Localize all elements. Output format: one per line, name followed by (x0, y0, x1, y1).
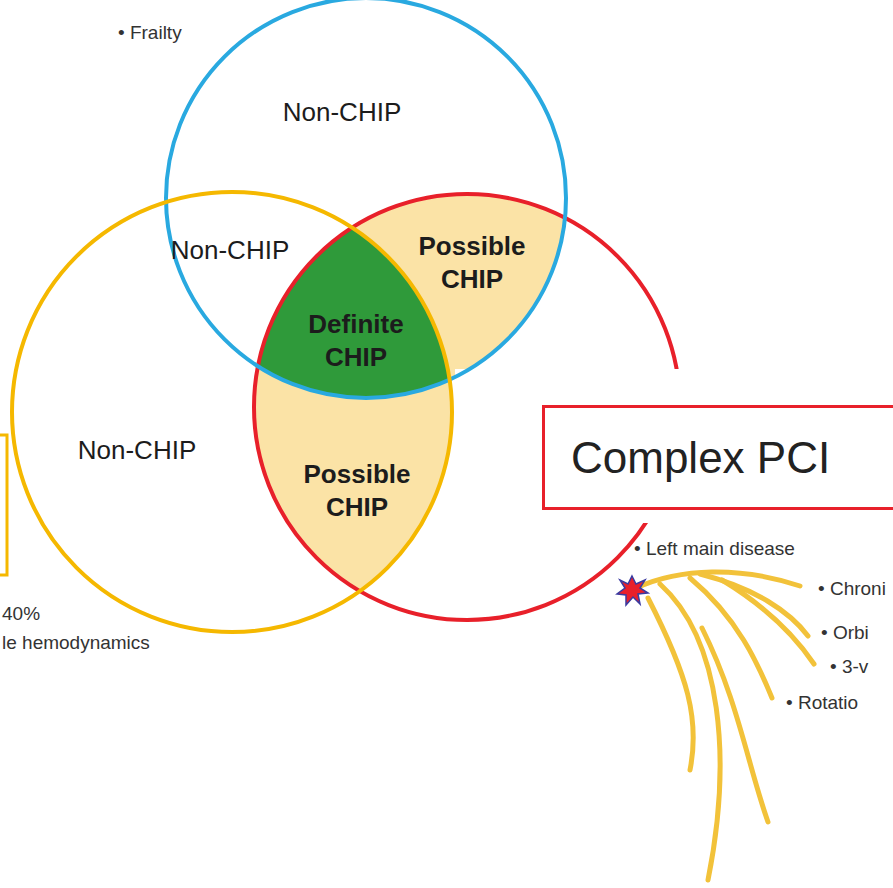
bullet-item: • Rotatio (786, 692, 858, 714)
region-label: Possible CHIP (304, 458, 411, 523)
overlap-region: Non-CHIP (171, 234, 289, 267)
region-label: Definite CHIP (308, 308, 403, 373)
coronary-artery (636, 572, 814, 880)
criterion-text: le hemodynamics (2, 632, 150, 654)
circle-stroke (12, 192, 452, 632)
region-label: Possible CHIP (419, 230, 526, 295)
region-label: Non-CHIP (283, 97, 401, 128)
artery-branch (722, 580, 814, 664)
artery-branch (660, 584, 720, 880)
text-holder: Non-CHIP (283, 97, 401, 128)
artery-branch (648, 598, 693, 770)
bullet-item: • 3-v (830, 656, 868, 678)
possible-region: Possible CHIP (419, 230, 526, 295)
text-holder: Non-CHIP (78, 435, 196, 466)
bullet-item: • Orbi (821, 622, 869, 644)
cut-box (0, 435, 7, 575)
definite-region: Definite CHIP (308, 308, 403, 373)
bullet-item: • Chroni (818, 578, 886, 600)
circle-outline (164, 0, 568, 400)
circle-stroke (166, 0, 566, 398)
box-title: Complex PCI (571, 433, 830, 483)
region-label: Non-CHIP (78, 435, 196, 466)
lesion-star (617, 576, 648, 605)
artery-branch (690, 578, 772, 698)
percent-value: 40% (2, 603, 40, 625)
possible-region: Possible CHIP (304, 458, 411, 523)
bullet-item: • Frailty (118, 22, 182, 44)
bullet-item: • Left main disease (634, 538, 795, 560)
region-label: Non-CHIP (171, 234, 289, 267)
complex-pci-box: Complex PCI (542, 405, 893, 510)
artery-branch (702, 628, 768, 822)
